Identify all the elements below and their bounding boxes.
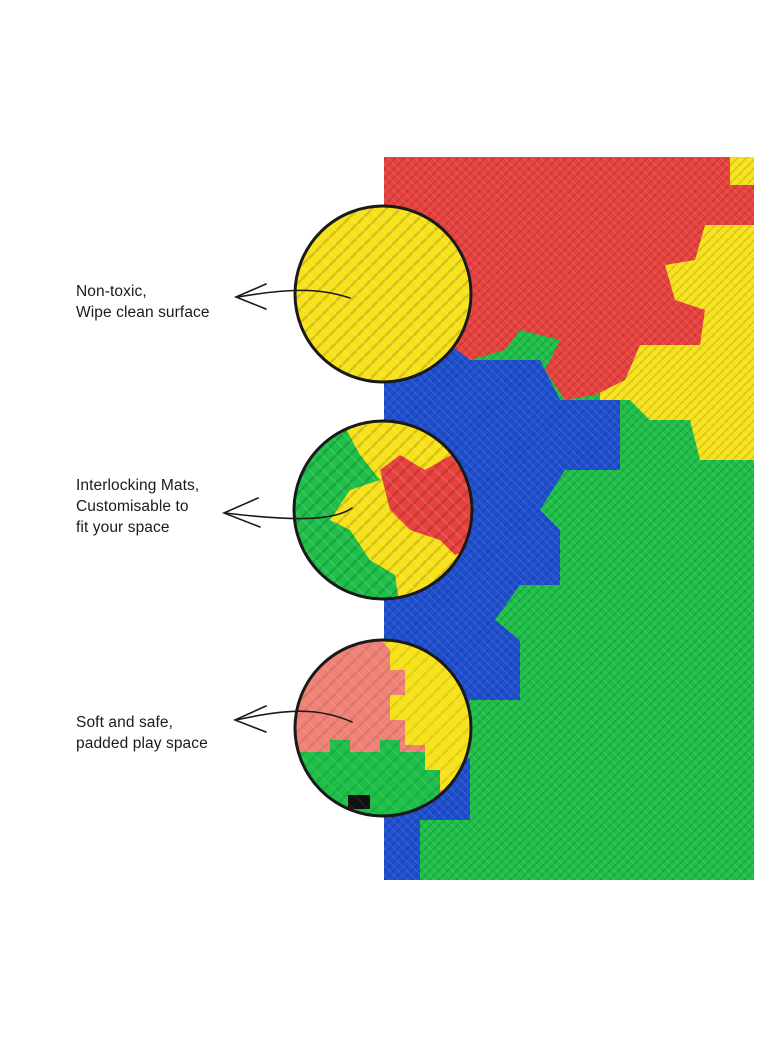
feature-caption-interlocking: Interlocking Mats, Customisable to fit y… bbox=[76, 475, 199, 538]
arrow-icon bbox=[221, 497, 353, 528]
caption-line: Soft and safe, bbox=[76, 714, 174, 731]
caption-line: padded play space bbox=[76, 735, 208, 752]
caption-line: fit your space bbox=[76, 519, 170, 536]
caption-line: Wipe clean surface bbox=[76, 304, 210, 321]
arrow-icon bbox=[233, 283, 351, 310]
feature-caption-surface: Non-toxic, Wipe clean surface bbox=[76, 281, 210, 323]
arrow-icon bbox=[232, 705, 353, 733]
caption-line: Interlocking Mats, bbox=[76, 477, 200, 494]
zoom-circle-padded bbox=[293, 638, 473, 818]
feature-caption-padded: Soft and safe, padded play space bbox=[76, 712, 208, 754]
puzzle-mat bbox=[384, 157, 754, 880]
zoom-circle-interlocking bbox=[292, 419, 474, 601]
caption-line: Non-toxic, bbox=[76, 283, 147, 300]
zoom-circle-surface bbox=[293, 204, 473, 384]
caption-line: Customisable to bbox=[76, 498, 189, 515]
